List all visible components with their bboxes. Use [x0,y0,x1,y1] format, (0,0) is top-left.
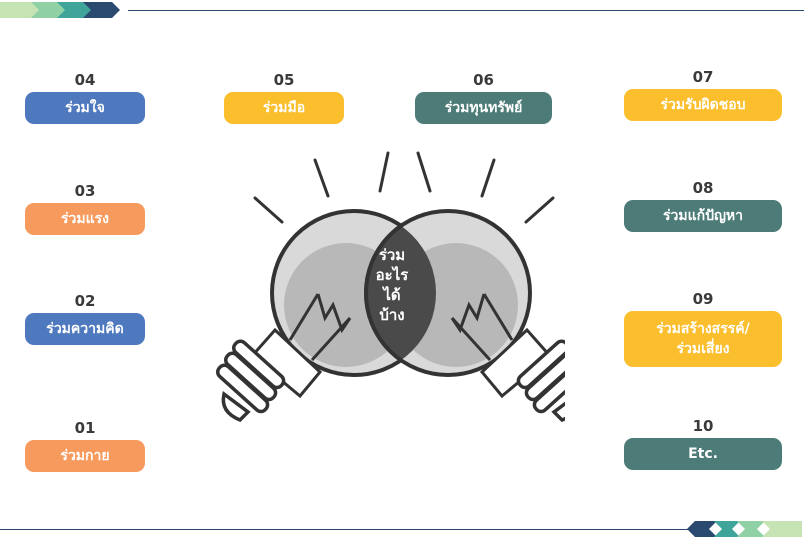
item-02: 02 ร่วมความคิด [25,291,145,345]
item-label-pill: ร่วมกาย [25,440,145,472]
item-label-pill: ร่วมมือ [224,92,344,124]
item-label-pill: Etc. [624,438,782,470]
bottom-chevron-decoration [687,521,802,537]
item-label-pill: ร่วมทุนทรัพย์ [415,92,552,124]
center-text-line: ร่วม [378,246,406,264]
bottom-divider-line [0,529,690,530]
item-number: 05 [273,71,295,89]
item-number: 10 [692,417,714,435]
item-number: 06 [473,71,494,89]
item-label-pill: ร่วมรับผิดชอบ [624,89,782,121]
item-label-line: ร่วมสร้างสรรค์/ [656,321,750,337]
item-06: 06 ร่วมทุนทรัพย์ [415,70,552,124]
item-label-pill: ร่วมแรง [25,203,145,235]
item-label-pill: ร่วมความคิด [25,313,145,345]
light-bulbs-illustration [216,151,565,423]
item-label-pill: ร่วมสร้างสรรค์/ ร่วมเสี่ยง [624,311,782,367]
item-04: 04 ร่วมใจ [25,70,145,124]
top-divider-line [128,10,804,11]
item-05: 05 ร่วมมือ [224,70,344,124]
item-number: 08 [692,179,714,197]
item-number: 07 [692,68,714,86]
item-number: 01 [74,419,96,437]
top-chevron-decoration [0,2,120,18]
item-number: 03 [74,182,96,200]
item-07: 07 ร่วมรับผิดชอบ [624,67,782,121]
item-label-pill: ร่วมใจ [25,92,145,124]
bulb-overlap-shape [364,211,436,375]
item-number: 04 [74,71,96,89]
item-08: 08 ร่วมแก้ปัญหา [624,178,782,232]
item-label-pill: ร่วมแก้ปัญหา [624,200,782,232]
item-label-line: ร่วมเสี่ยง [676,341,730,357]
item-number: 02 [74,292,96,310]
center-text-line: ได้ [383,286,401,304]
item-01: 01 ร่วมกาย [25,418,145,472]
item-number: 09 [692,290,714,308]
item-09: 09 ร่วมสร้างสรรค์/ ร่วมเสี่ยง [624,289,782,367]
center-text-line: อะไร [375,266,409,284]
center-text-line: บ้าง [379,306,405,324]
center-question-text: ร่วม อะไร ได้ บ้าง [366,245,418,325]
light-rays-icon [253,151,555,224]
item-03: 03 ร่วมแรง [25,181,145,235]
item-10: 10 Etc. [624,416,782,470]
